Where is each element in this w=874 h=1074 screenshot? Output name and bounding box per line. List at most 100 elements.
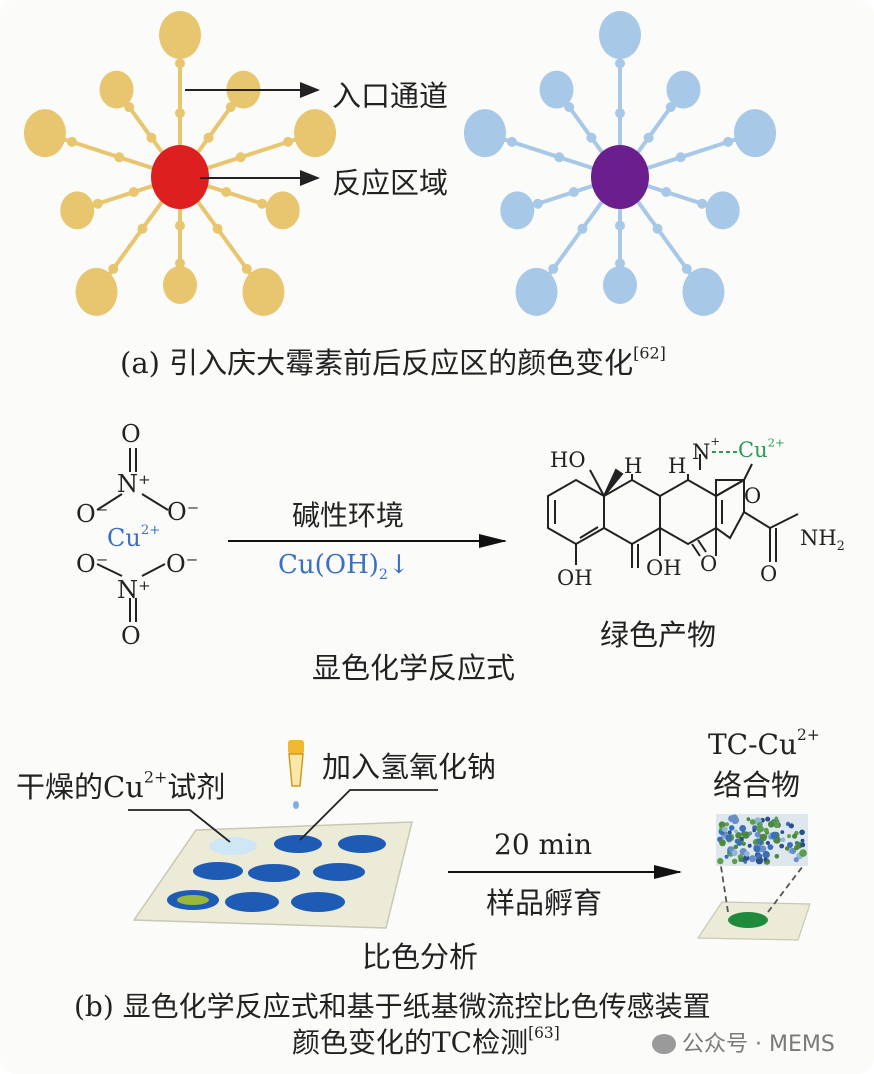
condition-label: 碱性环境 <box>292 499 405 532</box>
precipitate-label: Cu(OH)2↓ <box>278 550 410 583</box>
cluster-atom <box>724 854 729 859</box>
reagent-suffix: 试剂 <box>167 770 226 804</box>
naoh-leader-line <box>299 789 438 841</box>
mol-h-label-1: H <box>624 454 643 478</box>
cluster-atom <box>743 860 748 864</box>
cluster-atom <box>752 828 756 833</box>
channel-node <box>532 198 543 209</box>
cluster-atom <box>774 854 780 859</box>
cluster-atom <box>774 816 779 821</box>
microfluidic-chip-after <box>463 11 777 316</box>
channel-node <box>681 263 692 274</box>
nitrate-bottom-o-right: O⁻ <box>166 550 199 578</box>
cluster-atom <box>742 831 750 839</box>
channel-node <box>175 58 185 69</box>
cluster-atom <box>767 844 774 850</box>
cluster-atom <box>779 843 785 849</box>
cluster-atom <box>784 846 790 851</box>
channel-node <box>175 258 185 269</box>
inlet-reservoir <box>603 266 637 304</box>
cluster-atom <box>717 857 724 865</box>
cluster-atom <box>727 830 732 835</box>
cluster-atom <box>724 822 730 827</box>
inlet-reservoir <box>705 191 740 230</box>
precipitate-arrow: ↓ <box>388 550 410 580</box>
mol-cu-charge: 2+ <box>767 435 785 450</box>
channel-node <box>568 187 579 198</box>
reaction-zone-red <box>151 145 209 209</box>
channel-node <box>652 223 663 234</box>
mol-nh2-sub: 2 <box>836 538 845 554</box>
channel-node <box>146 132 157 143</box>
mol-n-symbol: N <box>692 440 711 464</box>
mol-ho-label: HO <box>550 448 586 472</box>
microfluidic-chip-before <box>23 11 337 316</box>
cluster-atom <box>731 849 738 857</box>
channel-node <box>615 258 625 269</box>
cluster-atom <box>749 819 756 825</box>
channel-node <box>66 136 77 147</box>
cluster-atom <box>787 834 791 839</box>
reaction-zone-label: 反应区域 <box>332 166 449 200</box>
cluster-atom <box>754 831 761 838</box>
inlet-reservoir <box>666 70 701 109</box>
cluster-atom <box>788 823 795 829</box>
product-label: 绿色产物 <box>600 618 717 652</box>
cluster-atom <box>739 825 747 832</box>
cluster-atom <box>765 816 771 822</box>
inlet-reservoir <box>75 267 118 316</box>
channel-node <box>615 58 625 69</box>
cluster-atom <box>728 815 735 822</box>
channel-node <box>175 220 185 231</box>
mol-o-label-2: O <box>700 552 718 576</box>
mol-o-label: O <box>744 484 762 508</box>
cluster-atom <box>756 825 764 833</box>
cluster-atom <box>799 849 807 857</box>
caption-a: (a) 引入庆大霉素前后反应区的颜色变化[62] <box>120 340 666 382</box>
channel-node <box>506 136 517 147</box>
channel-node <box>108 263 119 274</box>
cluster-atom <box>722 826 728 833</box>
cluster-atom <box>763 857 768 862</box>
channel-node <box>577 223 588 234</box>
channel-node <box>643 132 654 143</box>
cluster-atom <box>763 827 769 833</box>
channel-node <box>283 136 294 147</box>
cluster-atom <box>725 834 733 842</box>
nitrate-top-o-right: O⁻ <box>167 498 200 526</box>
precipitate-sub: 2 <box>378 567 389 584</box>
mol-nh2-symbol: NH <box>800 526 837 550</box>
cluster-atom <box>770 831 779 840</box>
channel-node <box>241 263 252 274</box>
channel-node <box>114 152 125 163</box>
channel-node <box>137 223 148 234</box>
equation-title: 显色化学反应式 <box>312 651 516 685</box>
cluster-atom <box>746 817 751 822</box>
reagent-charge: 2+ <box>143 767 168 787</box>
cluster-atom <box>799 829 805 836</box>
nitrate-top-o-left: O⁻ <box>76 500 109 528</box>
cluster-atom <box>735 832 742 839</box>
inlet-reservoir <box>265 191 300 230</box>
cluster-atom <box>739 836 744 841</box>
mol-n-label: N+ <box>692 435 720 464</box>
channel-node <box>554 152 565 163</box>
cluster-atom <box>793 857 799 863</box>
reaction-zone-purple <box>591 145 649 209</box>
inlet-reservoir <box>539 70 574 109</box>
analysis-label: 比色分析 <box>362 940 479 974</box>
mol-oh-label-1: OH <box>557 566 593 590</box>
channel-node <box>615 220 625 231</box>
complex-spot <box>728 912 768 928</box>
inlet-reservoir <box>294 109 337 158</box>
cluster-atom <box>762 850 770 859</box>
inlet-reservoir <box>159 11 201 59</box>
cluster-atom <box>728 825 735 831</box>
cluster-atom <box>744 851 750 857</box>
cluster-atom <box>787 842 793 848</box>
cluster-atom <box>755 853 762 859</box>
cluster-atom <box>749 855 756 863</box>
channel-node <box>221 187 232 198</box>
